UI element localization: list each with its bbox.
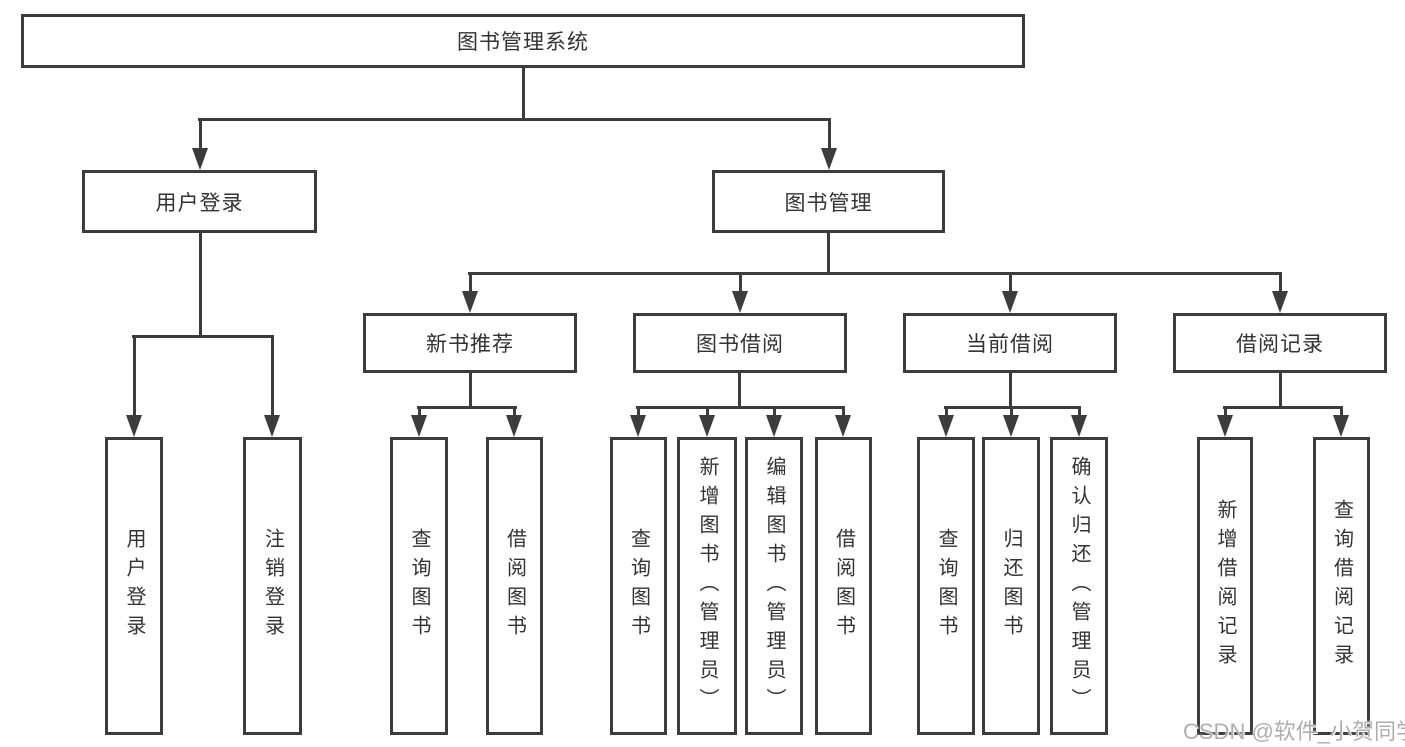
leaf-label: 新增图书（管理员） (696, 455, 718, 717)
arrowhead-newbook (462, 291, 478, 313)
arrowhead-lf8 (835, 415, 851, 437)
node-new-book-recommend: 新书推荐 (363, 313, 577, 373)
leaf-add-borrow-record: 新增借阅记录 (1197, 437, 1253, 735)
leaf-label: 查询图书 (627, 528, 650, 644)
arrowhead-lf7 (766, 415, 782, 437)
connector-drop-lf8 (842, 406, 845, 418)
leaf-query-borrow-record: 查询借阅记录 (1313, 437, 1370, 735)
leaf-label: 借阅图书 (503, 528, 526, 644)
leaf-label: 注销登录 (261, 528, 284, 644)
connector-drop-lf3 (418, 406, 421, 418)
node-label: 图书借阅 (696, 333, 784, 356)
connector-drop-current (1009, 272, 1012, 293)
leaf-confirm-return-admin: 确认归还（管理员） (1050, 437, 1108, 735)
connector-userlogin-bus (132, 335, 274, 338)
connector-root-trunk (522, 68, 525, 118)
connector-drop-leaf-logout (271, 335, 274, 415)
connector-drop-lf9 (945, 406, 948, 418)
leaf-return-books: 归还图书 (982, 437, 1040, 735)
connector-level3-bus (468, 272, 1282, 275)
connector-drop-lf10 (1010, 406, 1013, 418)
arrowhead-records (1272, 291, 1288, 313)
connector-records-trunk (1279, 373, 1282, 406)
leaf-label: 查询借阅记录 (1330, 499, 1353, 673)
connector-newbook-trunk (469, 373, 472, 406)
node-user-login: 用户登录 (82, 170, 317, 233)
connector-drop-lf7 (773, 406, 776, 418)
leaf-label: 归还图书 (1000, 528, 1022, 644)
leaf-label: 查询图书 (408, 528, 430, 644)
leaf-label: 新增借阅记录 (1214, 499, 1236, 673)
arrowhead-user-login (192, 148, 208, 170)
connector-drop-records (1279, 272, 1282, 293)
leaf-query-books-current: 查询图书 (917, 437, 975, 735)
connector-drop-newbook (469, 272, 472, 293)
connector-newbook-bus (417, 406, 517, 409)
csdn-watermark: CSDN @软件_小贺同学 (1183, 719, 1405, 744)
leaf-add-books-admin: 新增图书（管理员） (677, 437, 737, 735)
connector-drop-borrowing (739, 272, 742, 293)
node-library-management-system: 图书管理系统 (21, 14, 1025, 68)
node-label: 新书推荐 (426, 333, 514, 356)
connector-userlogin-trunk (199, 233, 202, 335)
arrowhead-lf5 (630, 415, 646, 437)
connector-drop-user-login (199, 118, 202, 150)
leaf-label: 编辑图书（管理员） (763, 455, 785, 717)
arrowhead-lf4 (506, 415, 522, 437)
leaf-edit-books-admin: 编辑图书（管理员） (745, 437, 803, 735)
connector-borrowing-trunk (738, 373, 741, 406)
arrowhead-lf10 (1003, 415, 1019, 437)
connector-bookmgmt-trunk (827, 233, 830, 272)
node-label: 图书管理 (784, 191, 873, 215)
leaf-query-books-borrowing: 查询图书 (610, 437, 667, 735)
leaf-label: 借阅图书 (832, 528, 855, 644)
leaf-borrow-books-newbook: 借阅图书 (486, 437, 543, 735)
node-borrowing-records: 借阅记录 (1173, 313, 1387, 373)
leaf-query-books-newbook: 查询图书 (390, 437, 448, 735)
connector-current-trunk (1009, 373, 1012, 406)
leaf-label: 查询图书 (935, 528, 957, 644)
node-label: 图书管理系统 (457, 31, 589, 54)
leaf-logout: 注销登录 (243, 437, 302, 735)
node-current-borrowing: 当前借阅 (903, 313, 1117, 373)
node-label: 当前借阅 (966, 333, 1054, 356)
leaf-label: 用户登录 (123, 528, 145, 644)
connector-borrowing-bus (636, 406, 845, 409)
connector-drop-lf4 (513, 406, 516, 418)
arrowhead-lf6 (699, 415, 715, 437)
leaf-user-login: 用户登录 (105, 437, 163, 735)
connector-level2-bus (198, 118, 831, 121)
arrowhead-current (1002, 291, 1018, 313)
connector-drop-lf11 (1078, 406, 1081, 418)
node-label: 用户登录 (155, 191, 244, 215)
node-book-borrowing: 图书借阅 (633, 313, 847, 373)
arrowhead-leaf-logout (264, 415, 280, 437)
arrowhead-borrowing (732, 291, 748, 313)
node-book-management: 图书管理 (712, 170, 945, 233)
connector-drop-lf5 (637, 406, 640, 418)
arrowhead-leaf-login (126, 415, 142, 437)
connector-drop-leaf-login (133, 335, 136, 415)
arrowhead-lf11 (1071, 415, 1087, 437)
connector-drop-book-management (828, 118, 831, 150)
leaf-label: 确认归还（管理员） (1068, 455, 1090, 717)
arrowhead-lf3 (411, 415, 427, 437)
connector-drop-lf13 (1340, 406, 1343, 418)
connector-drop-lf6 (706, 406, 709, 418)
arrowhead-book-management (821, 148, 837, 170)
arrowhead-lf12 (1217, 415, 1233, 437)
node-label: 借阅记录 (1236, 333, 1324, 356)
arrowhead-lf9 (938, 415, 954, 437)
connector-drop-lf12 (1224, 406, 1227, 418)
connector-records-bus (1223, 406, 1343, 409)
leaf-borrow-books-borrowing: 借阅图书 (815, 437, 872, 735)
arrowhead-lf13 (1333, 415, 1349, 437)
